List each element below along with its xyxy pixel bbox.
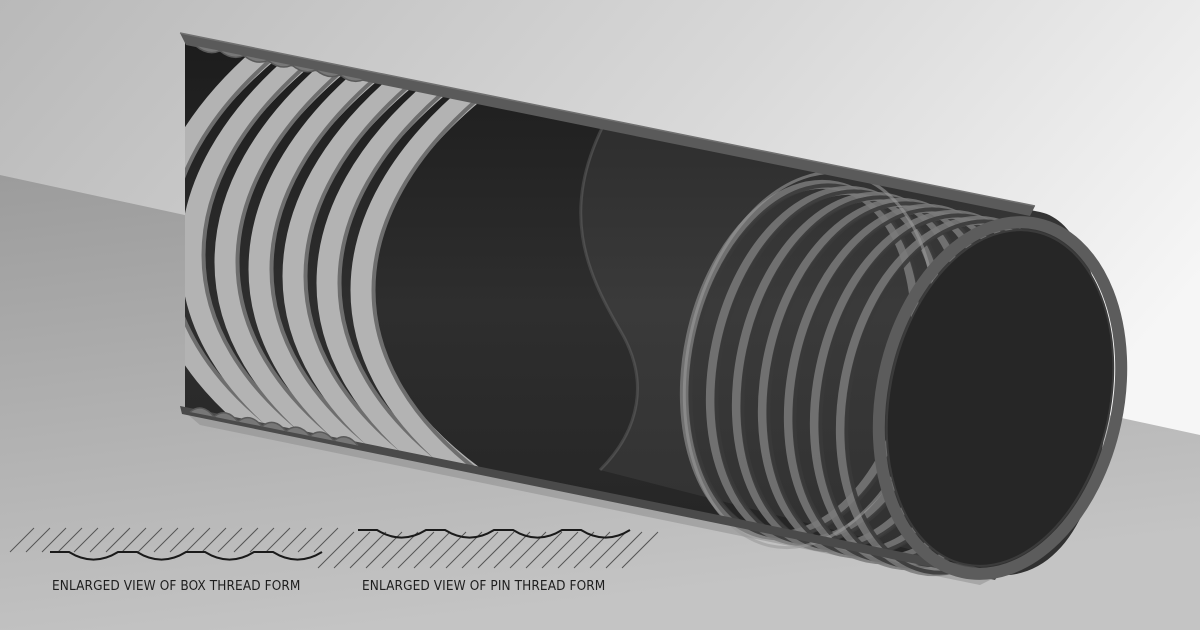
hatch-line: [25, 527, 51, 553]
thread-bump: [219, 50, 245, 59]
hatch-line: [9, 527, 35, 553]
box-thread-ring: [316, 76, 448, 479]
hatch-line: [217, 527, 243, 553]
hatch-line: [41, 527, 67, 553]
hatch-line: [605, 531, 643, 569]
box-thread-groove: [371, 90, 488, 479]
box-thread-groove: [235, 62, 352, 451]
thread-bump: [213, 412, 239, 423]
hatch-line: [185, 527, 211, 553]
hatch-line: [281, 527, 307, 553]
thread-bump: [267, 59, 293, 68]
box-thread-ring: [350, 83, 482, 486]
hatch-line: [233, 527, 259, 553]
hatch-line: [621, 531, 659, 569]
hatch-line: [153, 527, 179, 553]
hatch-line: [297, 527, 323, 553]
hatch-line: [169, 527, 195, 553]
hatch-line: [105, 527, 131, 553]
thread-bump: [315, 69, 341, 78]
thread-bump: [309, 431, 335, 442]
pin-thread-form-inset: [317, 529, 659, 569]
hatch-line: [121, 527, 147, 553]
thread-bump: [189, 407, 215, 418]
hatch-line: [525, 531, 563, 569]
hatch-line: [137, 527, 163, 553]
hatch-line: [73, 527, 99, 553]
box-thread-groove: [185, 48, 284, 437]
hatch-line: [201, 527, 227, 553]
box-thread-ring: [185, 48, 312, 451]
box-thread-groove: [303, 76, 420, 465]
box-thread-groove: [269, 69, 386, 458]
hatch-line: [265, 527, 291, 553]
thread-bump: [339, 74, 365, 83]
thread-bump: [285, 426, 311, 437]
box-thread-profile-bottom: [189, 407, 359, 447]
pipe-bottom-wall: [180, 406, 1000, 580]
hatch-line: [89, 527, 115, 553]
hatch-line: [413, 531, 451, 569]
hatch-line: [317, 531, 355, 569]
hatch-line: [57, 527, 83, 553]
hatch-line: [381, 531, 419, 569]
pipe-top-wall: [180, 33, 1035, 216]
box-thread-ring: [248, 62, 380, 465]
hatch-line: [249, 527, 275, 553]
box-thread-groove: [337, 83, 454, 472]
box-thread-form-inset: [9, 527, 339, 561]
hatch-line: [493, 531, 531, 569]
box-thread-caption: ENLARGED VIEW OF BOX THREAD FORM: [52, 578, 301, 594]
pipe-end-rim: [872, 216, 1128, 580]
box-threads: [185, 41, 488, 486]
hatch-line: [333, 531, 371, 569]
hatch-line: [461, 531, 499, 569]
box-thread-ring: [214, 55, 346, 458]
thread-bump: [195, 45, 221, 54]
thread-bump: [237, 416, 263, 427]
hatch-line: [541, 531, 579, 569]
hatch-line: [313, 527, 339, 553]
hatch-line: [589, 531, 627, 569]
hatch-line: [429, 531, 467, 569]
pipe-end-opening: [886, 230, 1114, 566]
box-thread-profile-top: [195, 45, 365, 83]
thread-bump: [261, 421, 287, 432]
pin-thread-caption: ENLARGED VIEW OF PIN THREAD FORM: [362, 578, 606, 594]
box-thread-groove: [201, 55, 318, 444]
hatch-line: [349, 531, 387, 569]
thread-bump: [291, 64, 317, 73]
box-thread-ring: [185, 41, 278, 444]
hatch-line: [477, 531, 515, 569]
hatch-line: [557, 531, 595, 569]
box-thread-ring: [282, 69, 414, 472]
hatch-line: [397, 531, 435, 569]
thread-bump: [333, 436, 359, 447]
thread-bump: [243, 55, 269, 63]
